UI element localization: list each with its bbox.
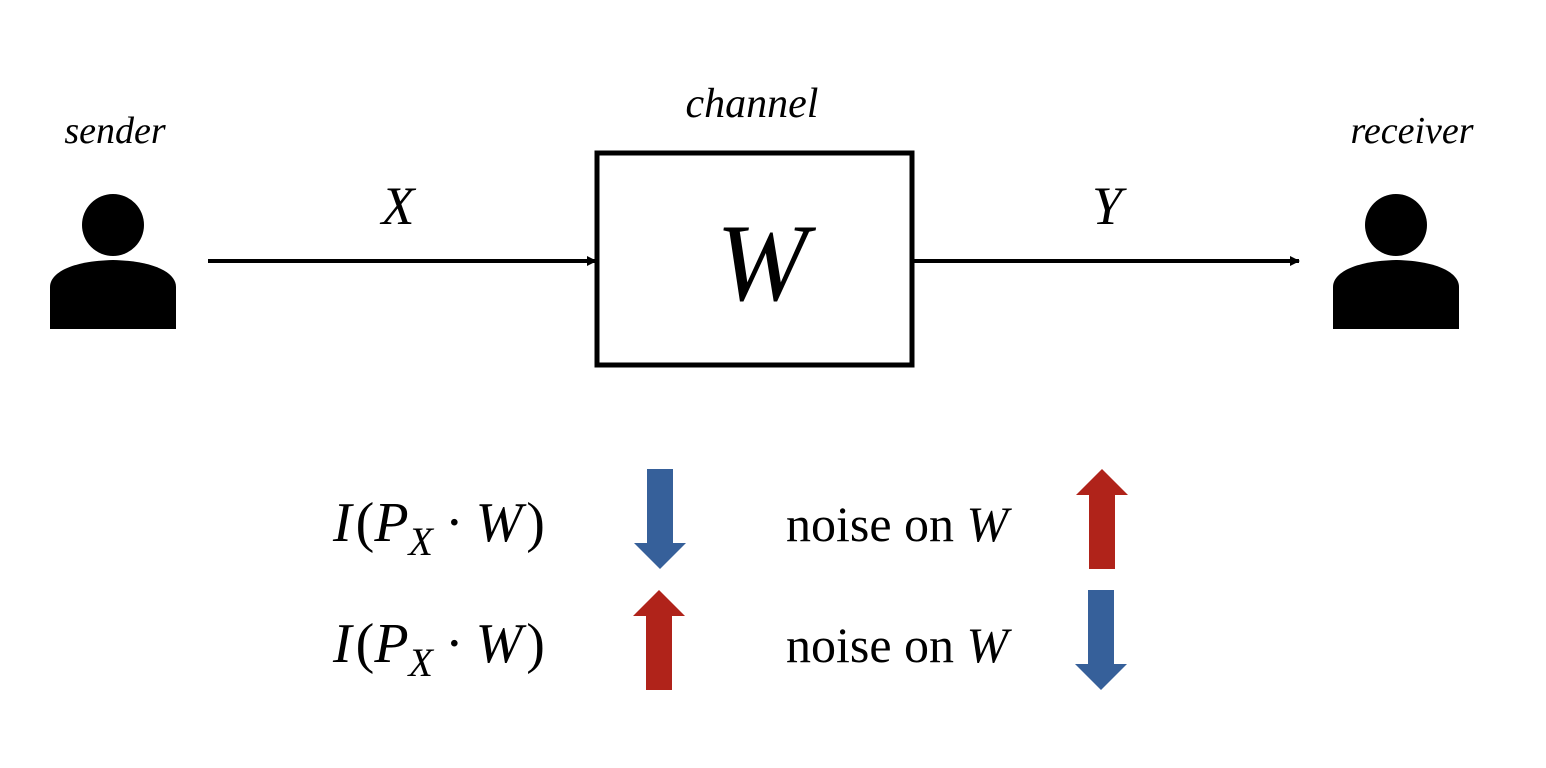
mutual-information-down-arrow-icon xyxy=(634,469,686,569)
mutual-information-expression: I(PX·W) xyxy=(332,492,545,564)
mutual-information-up-arrow-icon xyxy=(633,590,685,690)
sender-label: sender xyxy=(64,110,166,152)
sender-person-icon xyxy=(50,194,176,329)
mutual-information-expression: I(PX·W) xyxy=(332,613,545,685)
noise-down-arrow-icon xyxy=(1075,590,1127,690)
noise-up-arrow-icon xyxy=(1076,469,1128,569)
channel-symbol: W xyxy=(716,202,816,324)
noise-statement: noise on W xyxy=(786,617,1013,673)
relation-row: I(PX·W) noise on W xyxy=(332,469,1128,569)
channel-box xyxy=(594,150,915,368)
receiver-label: receiver xyxy=(1350,110,1473,152)
noise-statement: noise on W xyxy=(786,496,1013,552)
output-label: Y xyxy=(1092,176,1127,236)
relation-row: I(PX·W) noise on W xyxy=(332,590,1127,690)
channel-title: channel xyxy=(686,81,819,127)
input-label: X xyxy=(380,176,417,236)
receiver-person-icon xyxy=(1333,194,1459,329)
